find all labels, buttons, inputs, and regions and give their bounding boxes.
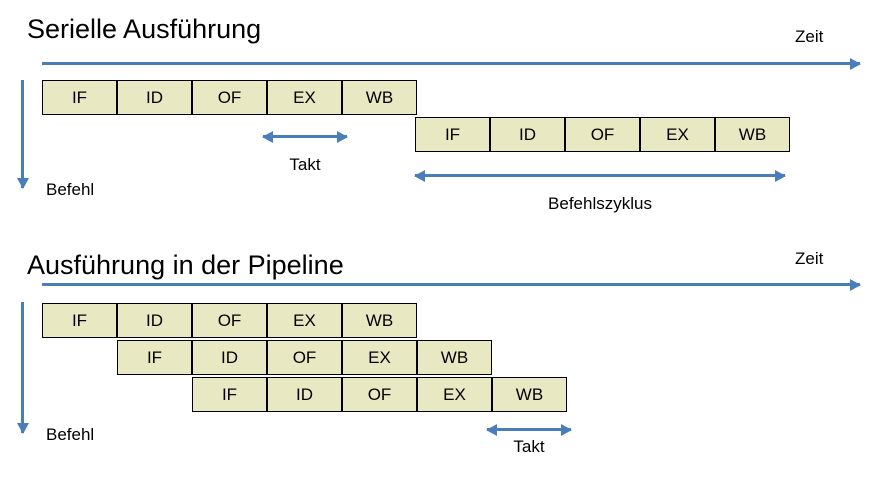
time-axis-arrow-serial <box>42 62 860 65</box>
stage-box[interactable]: ID <box>490 117 565 152</box>
stage-box[interactable]: OF <box>267 340 342 375</box>
stage-box[interactable]: OF <box>192 80 267 115</box>
measure-label-takt-pipeline: Takt <box>513 437 545 456</box>
stage-box[interactable]: WB <box>342 303 417 338</box>
stage-box[interactable]: IF <box>415 117 490 152</box>
stage-box[interactable]: OF <box>565 117 640 152</box>
instruction-axis-arrow-pipeline <box>21 302 24 433</box>
instruction-axis-label-serial: Befehl <box>46 180 95 199</box>
measure-label-takt-serial: Takt <box>289 155 321 174</box>
time-axis-label-pipeline: Zeit <box>795 249 824 268</box>
stage-box[interactable]: WB <box>492 377 567 412</box>
instruction-axis-arrow-serial <box>21 80 24 188</box>
instruction-axis-label-pipeline: Befehl <box>46 425 95 444</box>
measure-arrow-befehlszyklus <box>415 174 785 177</box>
stage-box[interactable]: OF <box>342 377 417 412</box>
stage-box[interactable]: ID <box>267 377 342 412</box>
stage-box[interactable]: IF <box>42 80 117 115</box>
stage-box[interactable]: WB <box>342 80 417 115</box>
stage-box[interactable]: WB <box>417 340 492 375</box>
stage-box[interactable]: EX <box>267 80 342 115</box>
measure-arrow-takt-serial <box>263 135 347 138</box>
stage-box[interactable]: EX <box>267 303 342 338</box>
page-title-pipeline: Ausführung in der Pipeline <box>27 250 344 280</box>
stage-box[interactable]: IF <box>192 377 267 412</box>
stage-box[interactable]: WB <box>715 117 790 152</box>
stage-box[interactable]: ID <box>117 303 192 338</box>
stage-box[interactable]: IF <box>42 303 117 338</box>
page-title-serial: Serielle Ausführung <box>27 14 262 44</box>
stage-box[interactable]: ID <box>192 340 267 375</box>
time-axis-label-serial: Zeit <box>795 27 824 46</box>
measure-arrow-takt-pipeline <box>487 428 571 431</box>
time-axis-arrow-pipeline <box>42 283 860 286</box>
stage-box[interactable]: EX <box>342 340 417 375</box>
measure-label-befehlszyklus: Befehlszyklus <box>548 194 652 213</box>
stage-box[interactable]: OF <box>192 303 267 338</box>
stage-box[interactable]: IF <box>117 340 192 375</box>
stage-box[interactable]: ID <box>117 80 192 115</box>
stage-box[interactable]: EX <box>417 377 492 412</box>
stage-box[interactable]: EX <box>640 117 715 152</box>
